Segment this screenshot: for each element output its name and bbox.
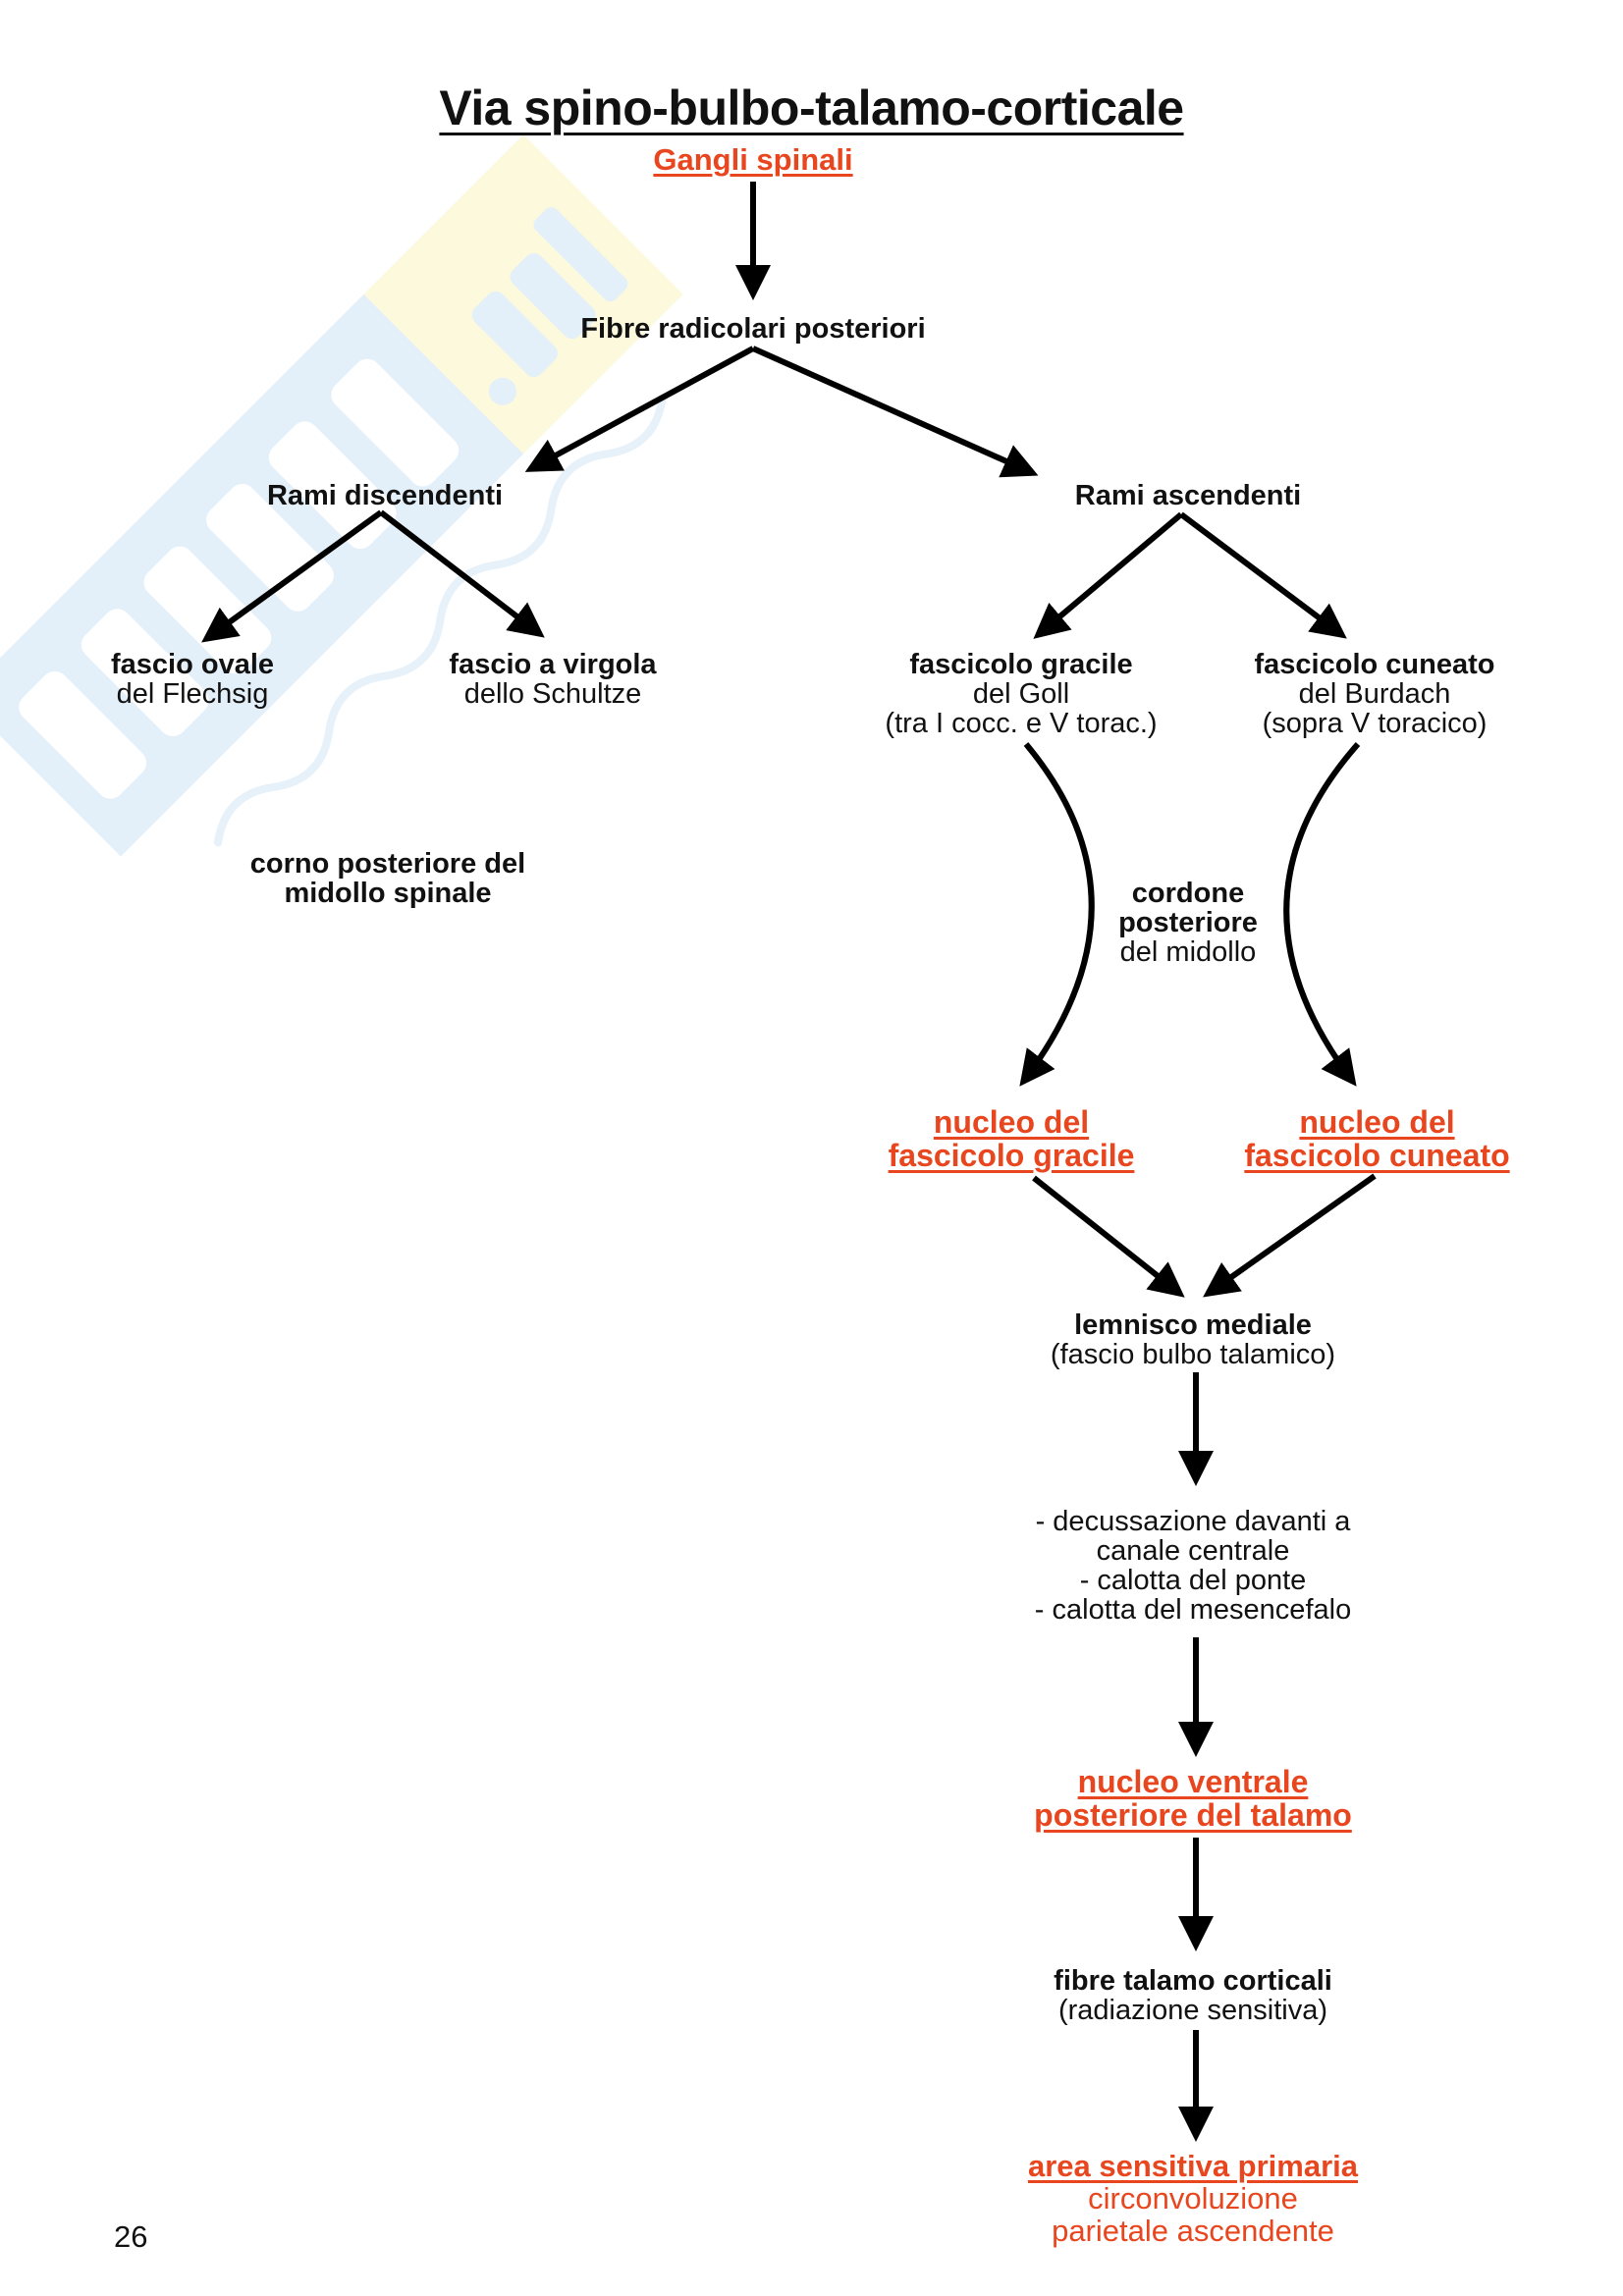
- page-number: 26: [114, 2219, 148, 2254]
- arrow-ascendenti-to-gracile: [1033, 511, 1183, 639]
- arrow-fibre-to-discendenti: [524, 346, 755, 472]
- node-corno-posteriore-line1: corno posteriore del: [249, 848, 526, 880]
- node-lemnisco-title: lemnisco mediale: [1074, 1309, 1312, 1341]
- node-area-sensitiva-line2: circonvoluzione: [1088, 2181, 1298, 2216]
- node-fascicolo-cuneato-title: fascicolo cuneato: [1254, 649, 1495, 680]
- node-cordone-line1: cordone: [1131, 878, 1245, 909]
- node-nucleo-ventrale-line1: nucleo ventrale: [1077, 1764, 1309, 1799]
- node-fascicolo-gracile-note: (tra I cocc. e V torac.): [885, 708, 1158, 739]
- node-fibre-radicolari: Fibre radicolari posteriori: [508, 314, 999, 344]
- node-decussazione-line4: - calotta del mesencefalo: [1034, 1594, 1352, 1626]
- node-fascicolo-gracile-title: fascicolo gracile: [909, 649, 1133, 680]
- node-fibre-talamo-sub: (radiazione sensitiva): [1057, 1995, 1327, 2026]
- node-fascio-virgola: fascio a virgola dello Schultze: [410, 650, 695, 709]
- arrow-nucleo-gracile-to-lemnisco: [1032, 1175, 1185, 1298]
- watermark-tagline-stroke: [214, 394, 667, 847]
- arrow-cuneato-to-nucleo-cuneato: [1283, 742, 1361, 1087]
- node-fascio-ovale-title: fascio ovale: [110, 649, 275, 680]
- arrow-nucleo-cuneato-to-lemnisco: [1203, 1173, 1377, 1298]
- node-rami-ascendenti: Rami ascendenti: [1041, 481, 1335, 510]
- node-nucleo-ventrale: nucleo ventrale posteriore del talamo: [992, 1765, 1394, 1832]
- node-fascicolo-gracile-sub: del Goll: [972, 678, 1070, 710]
- node-area-sensitiva-title: area sensitiva primaria: [1027, 2149, 1359, 2183]
- node-gangli-label: Gangli spinali: [653, 142, 853, 177]
- node-fascicolo-cuneato-note: (sopra V toracico): [1262, 708, 1488, 739]
- node-gangli-spinali: Gangli spinali: [557, 143, 949, 177]
- node-rami-discendenti-label: Rami discendenti: [266, 480, 504, 511]
- page-title: Via spino-bulbo-talamo-corticale: [439, 80, 1184, 135]
- node-fascio-virgola-title: fascio a virgola: [449, 649, 657, 680]
- node-nucleo-cuneato-line2: fascicolo cuneato: [1244, 1138, 1510, 1173]
- node-nucleo-cuneato: nucleo del fascicolo cuneato: [1222, 1105, 1532, 1172]
- node-fascicolo-gracile: fascicolo gracile del Goll (tra I cocc. …: [854, 650, 1188, 738]
- node-fibre-radicolari-label: Fibre radicolari posteriori: [580, 313, 926, 345]
- node-corno-posteriore: corno posteriore del midollo spinale: [221, 849, 555, 908]
- arrow-gracile-to-nucleo-gracile: [1019, 742, 1095, 1087]
- node-decussazione-line1: - decussazione davanti a: [1035, 1506, 1351, 1537]
- node-cordone-line2: posteriore: [1118, 907, 1258, 938]
- node-nucleo-gracile-line1: nucleo del: [933, 1104, 1090, 1140]
- node-fascio-ovale: fascio ovale del Flechsig: [55, 650, 330, 709]
- node-cordone-posteriore: cordone posteriore del midollo: [1100, 879, 1276, 967]
- arrow-fibre-to-ascendenti: [751, 346, 1039, 478]
- arrow-ascendenti-to-cuneato: [1179, 511, 1347, 639]
- node-area-sensitiva: area sensitiva primaria circonvoluzione …: [982, 2150, 1404, 2247]
- node-nucleo-ventrale-line2: posteriore del talamo: [1034, 1797, 1352, 1833]
- node-cordone-line3: del midollo: [1119, 936, 1257, 968]
- node-fascicolo-cuneato-sub: del Burdach: [1298, 678, 1451, 710]
- node-fascio-virgola-sub: dello Schultze: [463, 678, 642, 710]
- node-nucleo-gracile: nucleo del fascicolo gracile: [864, 1105, 1159, 1172]
- node-rami-ascendenti-label: Rami ascendenti: [1074, 480, 1302, 511]
- arrow-discendenti-to-virgola: [379, 509, 545, 638]
- node-decussazione: - decussazione davanti a canale centrale…: [992, 1507, 1394, 1625]
- node-decussazione-line2: canale centrale: [1096, 1535, 1290, 1567]
- node-fibre-talamo-title: fibre talamo corticali: [1054, 1965, 1332, 1997]
- node-rami-discendenti: Rami discendenti: [238, 481, 532, 510]
- node-fibre-talamo-corticali: fibre talamo corticali (radiazione sensi…: [1011, 1966, 1375, 2025]
- node-corno-posteriore-line2: midollo spinale: [284, 878, 492, 909]
- watermark-net-glyphs: [471, 207, 628, 405]
- node-nucleo-cuneato-line1: nucleo del: [1299, 1104, 1455, 1140]
- node-area-sensitiva-line3: parietale ascendente: [1052, 2214, 1334, 2248]
- node-decussazione-line3: - calotta del ponte: [1079, 1565, 1307, 1596]
- node-nucleo-gracile-line2: fascicolo gracile: [888, 1138, 1135, 1173]
- node-lemnisco-mediale: lemnisco mediale (fascio bulbo talamico): [1011, 1310, 1375, 1369]
- arrow-discendenti-to-ovale: [201, 509, 383, 643]
- node-fascicolo-cuneato: fascicolo cuneato del Burdach (sopra V t…: [1217, 650, 1532, 738]
- node-fascio-ovale-sub: del Flechsig: [116, 678, 269, 710]
- node-lemnisco-sub: (fascio bulbo talamico): [1050, 1339, 1336, 1370]
